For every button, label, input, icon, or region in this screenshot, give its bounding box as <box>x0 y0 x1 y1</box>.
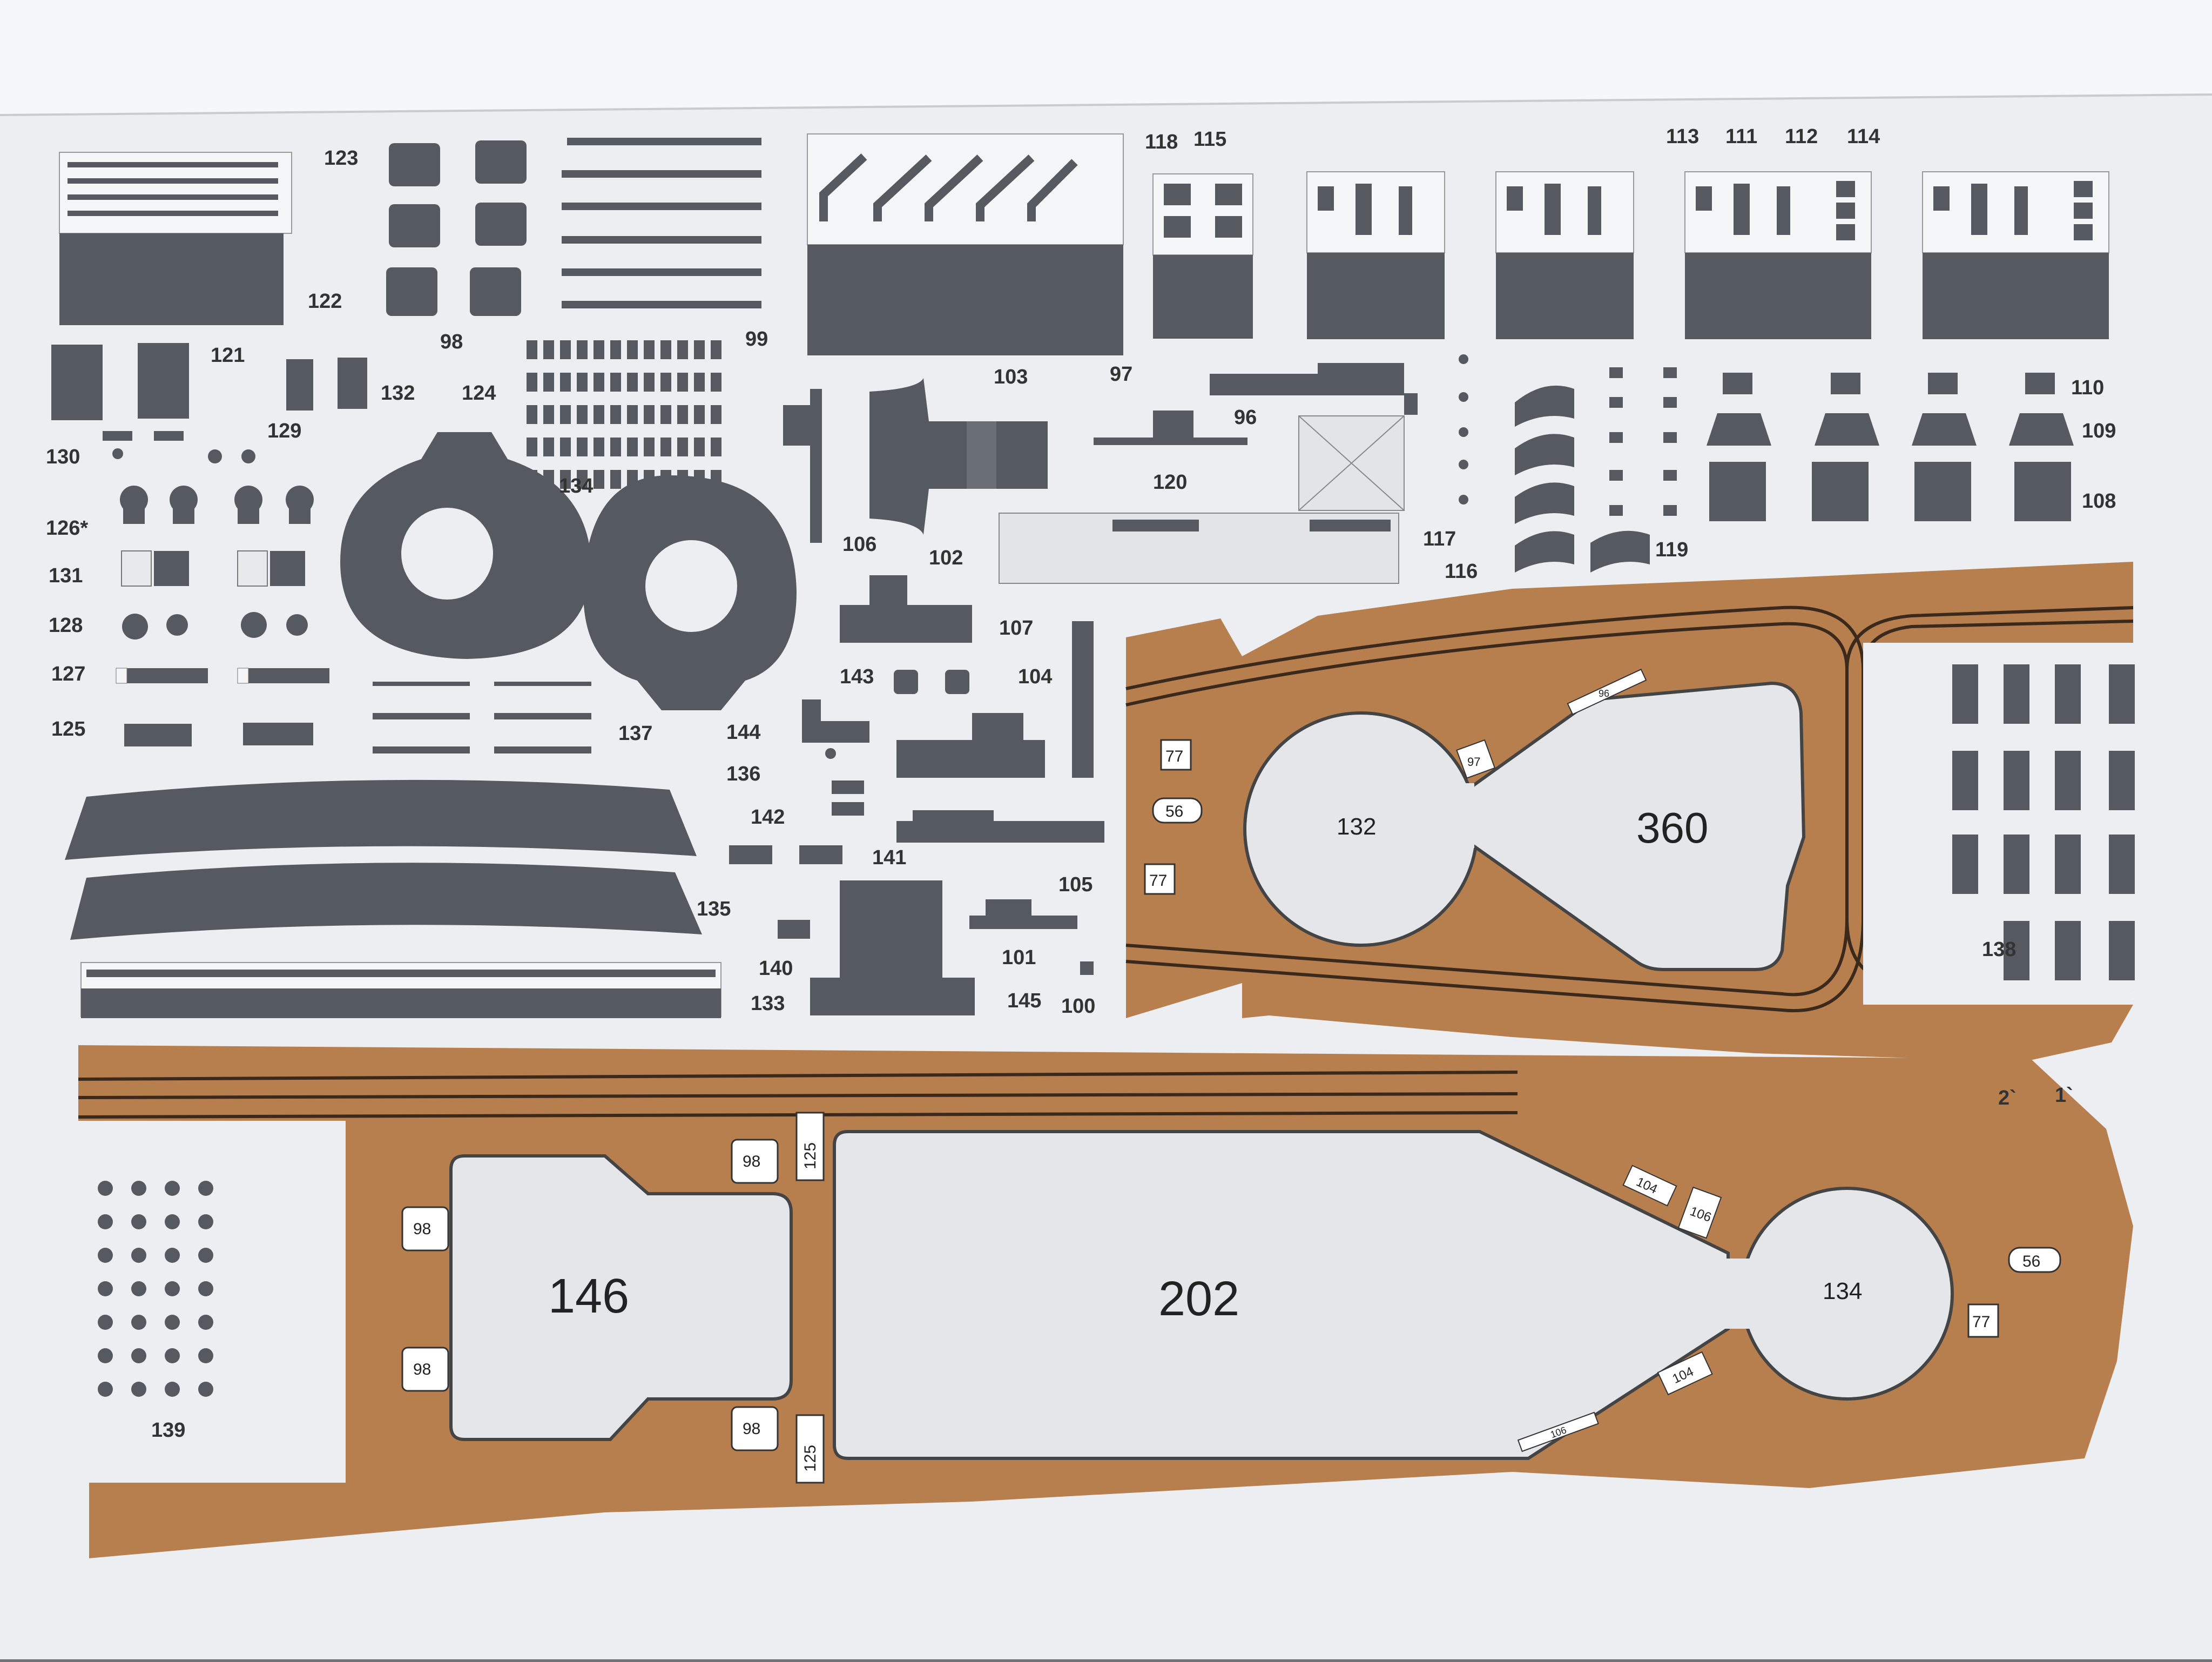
label-136: 136 <box>726 763 760 785</box>
label-108: 108 <box>2082 490 2116 513</box>
deck-tags <box>401 668 2061 1484</box>
parts-top-right <box>1459 354 2074 573</box>
paper-fold <box>0 0 2212 116</box>
label-112: 112 <box>1785 125 1818 148</box>
label-104: 104 <box>1018 665 1052 688</box>
label-1: 1` <box>2055 1084 2073 1107</box>
upper-opening-right: 360 <box>1636 804 1708 852</box>
label-110: 110 <box>2071 376 2104 399</box>
upper-opening-left: 132 <box>1337 813 1376 840</box>
tag-97: 97 <box>1467 755 1480 769</box>
label-102: 102 <box>929 547 963 569</box>
upper-deck <box>1125 562 2135 1061</box>
label-97: 97 <box>1110 363 1132 386</box>
label-131: 131 <box>49 564 83 587</box>
label-124: 124 <box>462 382 496 405</box>
tag-77-a: 77 <box>1165 748 1183 765</box>
label-135: 135 <box>697 898 731 920</box>
label-142: 142 <box>751 806 785 829</box>
label-126: 126* <box>46 517 88 540</box>
label-121: 121 <box>211 344 245 367</box>
label-133: 133 <box>751 992 785 1015</box>
label-134: 134 <box>559 475 593 497</box>
label-114: 114 <box>1847 125 1880 148</box>
tag-56-lower: 56 <box>2022 1253 2040 1270</box>
label-115: 115 <box>1193 128 1226 151</box>
label-107: 107 <box>999 617 1033 640</box>
label-106: 106 <box>842 533 876 556</box>
tag-98-b: 98 <box>413 1220 431 1238</box>
tag-98-c: 98 <box>413 1361 431 1378</box>
tag-125-b: 125 <box>801 1445 819 1472</box>
label-109: 109 <box>2082 420 2116 442</box>
label-122: 122 <box>308 290 342 313</box>
label-101: 101 <box>1002 946 1036 969</box>
label-123: 123 <box>324 147 358 170</box>
label-118: 118 <box>1145 131 1178 153</box>
lower-opening-c: 134 <box>1823 1278 1862 1304</box>
tag-125-a: 125 <box>801 1142 819 1169</box>
label-99: 99 <box>745 328 768 351</box>
label-117: 117 <box>1423 528 1456 550</box>
label-103: 103 <box>994 366 1028 388</box>
parts-top-left <box>51 138 761 1018</box>
tag-77-b: 77 <box>1149 872 1167 890</box>
label-120: 120 <box>1153 471 1187 494</box>
label-143: 143 <box>840 665 874 688</box>
label-129: 129 <box>267 420 301 442</box>
tag-96: 96 <box>1599 688 1609 699</box>
label-96: 96 <box>1234 406 1257 429</box>
label-125: 125 <box>51 718 85 741</box>
label-113: 113 <box>1666 125 1699 148</box>
tag-98-a: 98 <box>743 1153 760 1170</box>
tag-98-d: 98 <box>743 1420 760 1438</box>
label-98: 98 <box>440 331 463 353</box>
tag-56-upper: 56 <box>1165 803 1183 820</box>
label-140: 140 <box>759 957 793 980</box>
label-130: 130 <box>46 446 80 468</box>
label-128: 128 <box>49 614 83 637</box>
lower-deck <box>78 1045 2133 1558</box>
label-105: 105 <box>1058 873 1092 896</box>
label-141: 141 <box>872 846 906 869</box>
label-100: 100 <box>1061 995 1095 1018</box>
label-138: 138 <box>1982 938 2016 961</box>
label-132: 132 <box>381 382 415 405</box>
lower-opening-a: 146 <box>548 1269 629 1323</box>
label-137: 137 <box>618 722 652 745</box>
label-119: 119 <box>1655 539 1688 561</box>
tag-77-lower: 77 <box>1972 1313 1990 1331</box>
part-labels: 123 98 99 118 115 113 111 112 114 122 12… <box>46 125 2116 1442</box>
label-127: 127 <box>51 663 85 685</box>
label-2: 2` <box>1998 1087 2017 1109</box>
label-111: 111 <box>1725 125 1757 148</box>
label-145: 145 <box>1007 990 1041 1012</box>
lower-opening-b: 202 <box>1158 1272 1239 1326</box>
ring-parts <box>340 432 797 710</box>
label-116: 116 <box>1445 560 1478 583</box>
label-139: 139 <box>151 1419 185 1442</box>
label-144: 144 <box>726 721 760 744</box>
parts-top-middle <box>729 133 2109 1015</box>
